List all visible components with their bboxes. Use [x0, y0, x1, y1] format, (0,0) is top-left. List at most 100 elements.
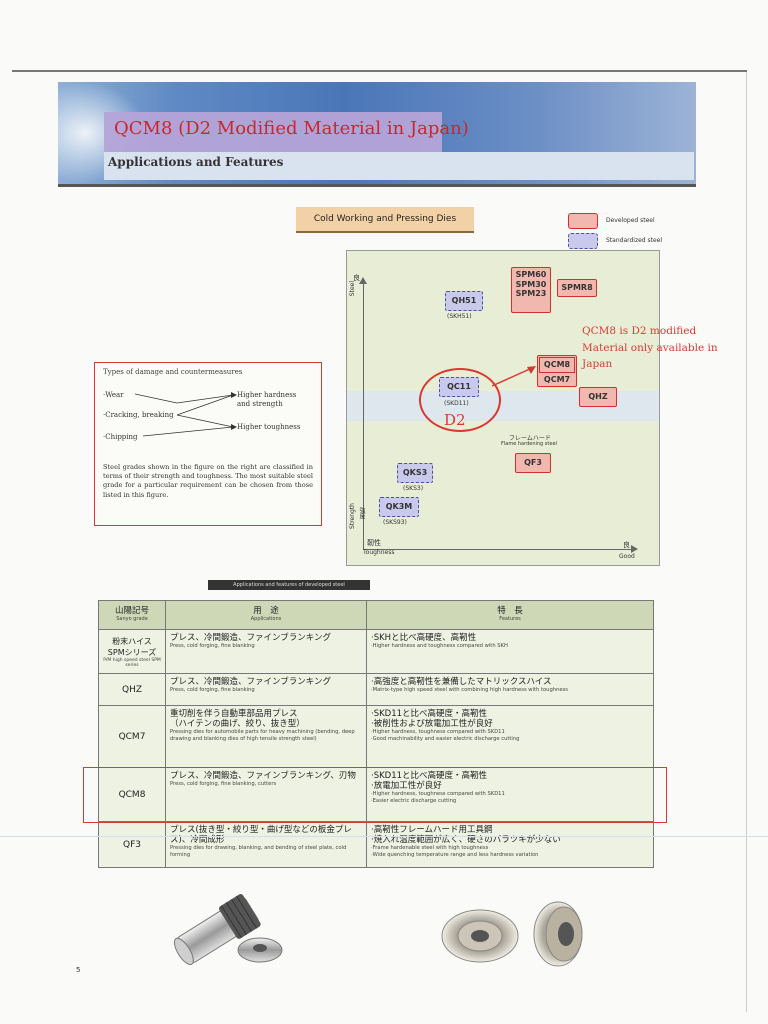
- annotation-arrow-icon: [491, 366, 536, 387]
- cell-features: ·高靭性フレームハード用工具鋼 ·焼入れ温度範囲が広く、硬さのバラツキが少ない …: [366, 821, 654, 868]
- app-jp: プレス、冷間鍛造、ファインブランキング: [170, 677, 331, 687]
- strength-label-jp: 強度: [358, 507, 365, 519]
- y-axis-name: Steel: [349, 281, 356, 297]
- header-feat-jp: 特 長: [497, 606, 523, 616]
- damage-cracking: ·Cracking, breaking: [103, 411, 174, 419]
- app-jp: プレス、冷間鍛造、ファインブランキング: [170, 633, 331, 643]
- app-jp: プレス、冷間鍛造、ファインブランキング、刃物: [170, 771, 356, 781]
- table-caption: Applications and features of developed s…: [208, 580, 370, 590]
- punch-and-die-image: [173, 894, 283, 966]
- app-jp: プレス(抜き型・絞り型・曲げ型などの板金プレス)、冷間成形: [170, 825, 352, 846]
- x-axis-good-en: Good: [619, 553, 635, 560]
- cell-features: ·SKD11と比べ高硬度・高靭性 ·放電加工性が良好 ·Higher hardn…: [366, 767, 654, 822]
- table-row: QHZ プレス、冷間鍛造、ファインブランキング Press, cold forg…: [98, 673, 654, 706]
- page-subtitle: Applications and Features: [108, 155, 284, 169]
- y-axis-good-jp: 良: [353, 274, 360, 282]
- feat-en: ·Matrix-type high speed steel with combi…: [371, 687, 568, 694]
- header-grade-en: Sanyo grade: [116, 616, 148, 622]
- grade-spmr8: SPMR8: [557, 279, 597, 297]
- grade-text: QCM7: [118, 731, 146, 742]
- grade-qf3: QF3: [515, 453, 551, 473]
- cell-grade: QHZ: [98, 673, 166, 706]
- top-rule: [12, 70, 747, 72]
- qcm8-row-highlight: [83, 767, 667, 823]
- grade-qcm7: QCM7: [543, 375, 571, 384]
- app-jp: 重切削を伴う自動車部品用プレス （ハイテンの曲げ、絞り、抜き型）: [170, 709, 305, 730]
- flame-hard-en: Flame hardening steel: [501, 441, 557, 447]
- cell-applications: プレス、冷間鍛造、ファインブランキング、刃物 Press, cold forgi…: [165, 767, 367, 822]
- qcm8-note: QCM8 is D2 modified Material only availa…: [582, 325, 718, 371]
- grade-spm-series: SPM60 SPM30 SPM23: [511, 267, 551, 313]
- title-box: [104, 112, 442, 152]
- grade-qk3m: QK3M: [379, 497, 419, 517]
- cell-features: ·高強度と高靭性を兼備したマトリックスハイス ·Matrix-type high…: [366, 673, 654, 706]
- cell-grade: 粉末ハイス SPMシリーズ P/M high speed steel SPM s…: [98, 629, 166, 674]
- app-en: Press, cold forging, fine blanking: [170, 687, 255, 694]
- cell-grade: QF3: [98, 821, 166, 868]
- cell-applications: プレス、冷間鍛造、ファインブランキング Press, cold forging,…: [165, 673, 367, 706]
- grade-qks3-sub: (SKS3): [403, 485, 424, 492]
- table-header-row: 山陽記号 Sanyo grade 用 途 Applications 特 長 Fe…: [98, 600, 654, 630]
- feat-en: ·Higher hardness and toughness compared …: [371, 643, 508, 650]
- x-axis-name-jp: 靭性: [367, 539, 381, 547]
- table-row: QF3 プレス(抜き型・絞り型・曲げ型などの板金プレス)、冷間成形 Pressi…: [98, 821, 654, 868]
- header-app-en: Applications: [250, 616, 282, 622]
- header-grade: 山陽記号 Sanyo grade: [98, 600, 166, 630]
- damage-box-title: Types of damage and countermeasures: [103, 368, 243, 376]
- subtitle-box: [104, 152, 694, 180]
- legend-label-standardized: Standardized steel: [606, 237, 663, 244]
- grade-qcm8: QCM8: [539, 357, 575, 373]
- grade-text: QHZ: [121, 684, 143, 695]
- feat-jp: ·SKD11と比べ高硬度・高靭性 ·放電加工性が良好: [371, 771, 488, 792]
- right-margin-line: [746, 72, 747, 1012]
- legend-swatch-standardized: [568, 233, 598, 249]
- grade-qh51-sub: (SKH51): [447, 313, 472, 320]
- feat-jp: ·高靭性フレームハード用工具鋼 ·焼入れ温度範囲が広く、硬さのバラツキが少ない: [371, 825, 561, 846]
- feat-en: ·Higher hardness, toughness compared wit…: [371, 729, 520, 743]
- cell-applications: 重切削を伴う自動車部品用プレス （ハイテンの曲げ、絞り、抜き型） Pressin…: [165, 705, 367, 768]
- app-en: Pressing dies for automobile parts for h…: [170, 729, 355, 743]
- feat-en: ·Frame hardenable steel with high toughn…: [371, 845, 539, 859]
- cell-applications: プレス(抜き型・絞り型・曲げ型などの板金プレス)、冷間成形 Pressing d…: [165, 821, 367, 868]
- grade-text: 粉末ハイス SPMシリーズ: [107, 636, 157, 657]
- cell-features: ·SKD11と比べ高硬度・高靭性 ·被削性および放電加工性が良好 ·Higher…: [366, 705, 654, 768]
- legend-swatch-developed: [568, 213, 598, 229]
- damage-types-box: Types of damage and countermeasures ·Wea…: [94, 362, 322, 526]
- x-axis: [363, 549, 633, 550]
- strength-label-en: Strength: [349, 503, 356, 529]
- countermeasure-arrows-icon: [135, 392, 237, 437]
- table-row: QCM7 重切削を伴う自動車部品用プレス （ハイテンの曲げ、絞り、抜き型） Pr…: [98, 705, 654, 768]
- grade-qcm-box: QCM8 QCM7: [537, 355, 577, 387]
- page-number: 5: [76, 966, 81, 974]
- cell-grade: QCM7: [98, 705, 166, 768]
- remedy-toughness: Higher toughness: [237, 423, 301, 431]
- header-feat-en: Features: [499, 616, 521, 622]
- cell-features: ·SKHと比べ高硬度、高靭性 ·Higher hardness and toug…: [366, 629, 654, 674]
- d2-label: D2: [444, 411, 466, 429]
- header-applications: 用 途 Applications: [165, 600, 367, 630]
- grade-qks3: QKS3: [397, 463, 433, 483]
- y-axis-arrow-icon: [359, 277, 367, 284]
- applications-table: 山陽記号 Sanyo grade 用 途 Applications 特 長 Fe…: [98, 600, 654, 868]
- flame-hard-jp: フレームハード: [509, 435, 551, 442]
- header-grade-jp: 山陽記号: [114, 606, 149, 616]
- damage-chipping: ·Chipping: [103, 433, 138, 441]
- d2-highlight-oval: [419, 368, 501, 432]
- app-en: Press, cold forging, fine blanking: [170, 643, 255, 650]
- cell-applications: プレス、冷間鍛造、ファインブランキング Press, cold forging,…: [165, 629, 367, 674]
- table-row: QCM8 プレス、冷間鍛造、ファインブランキング、刃物 Press, cold …: [98, 767, 654, 822]
- x-axis-arrow-icon: [631, 545, 638, 553]
- grade-chart: 良 Steel Strength 強度 靭性 Toughness 良 Good …: [346, 250, 660, 566]
- roller-bearing-image: [441, 901, 583, 967]
- grade-qh51: QH51: [445, 291, 483, 311]
- app-en: Pressing dies for drawing, blanking, and…: [170, 845, 347, 859]
- remedy-hardness: Higher hardness and strength: [237, 391, 297, 409]
- app-en: Press, cold forging, fine blanking, cutt…: [170, 781, 277, 788]
- grade-text: QF3: [123, 839, 141, 850]
- feat-jp: ·SKHと比べ高硬度、高靭性: [371, 633, 477, 643]
- page-title: QCM8 (D2 Modified Material in Japan): [114, 118, 469, 139]
- grade-sub-text: P/M high speed steel SPM series: [103, 657, 161, 668]
- feat-jp: ·SKD11と比べ高硬度・高靭性 ·被削性および放電加工性が良好: [371, 709, 493, 730]
- scan-line: [0, 836, 768, 837]
